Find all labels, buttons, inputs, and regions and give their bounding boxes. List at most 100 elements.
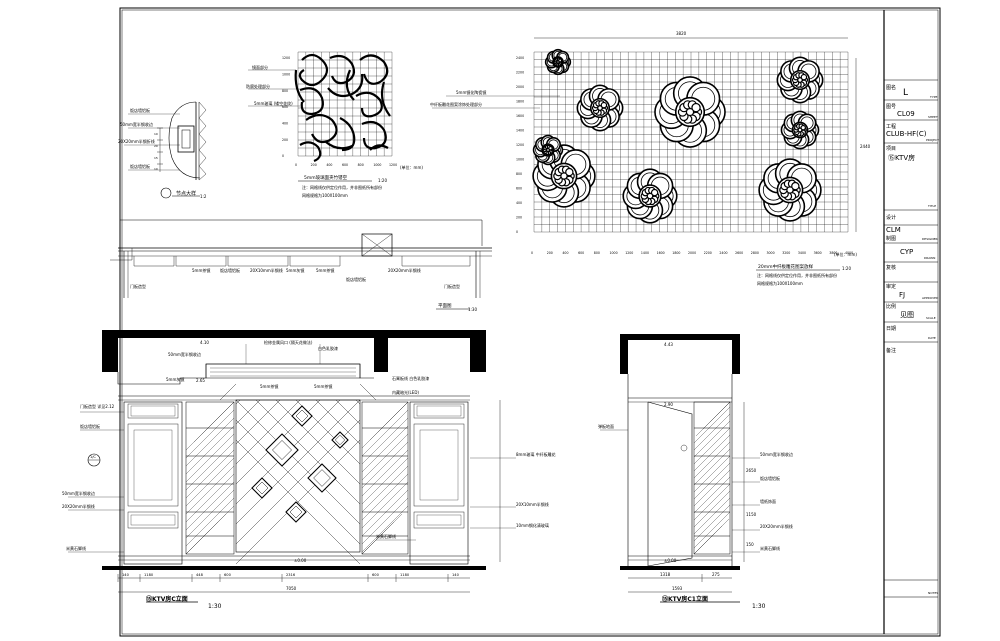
node-callout-2: 50mm宽半钢收边 [120, 121, 153, 127]
c1-right-callout-3: 墙纸饰面 [760, 498, 776, 504]
hatch-line [361, 513, 403, 555]
c1-left-wall-cap [620, 340, 628, 374]
mirror-diamond [285, 501, 307, 523]
large-y-tick-label: 0 [516, 230, 518, 234]
hatch-line [693, 518, 730, 555]
plan-drawing: 门板造型 5mm茶镜 饭店墙铝板 20X10mm半钢线 5mm灰镜 5mm茶镜 … [110, 219, 492, 312]
c1-level-top: 4.43 [664, 342, 673, 347]
c-top-callout-7: 石膏板线 白色乳胶漆 [392, 375, 429, 381]
hatch-line [185, 497, 235, 547]
hatch-line [693, 504, 731, 542]
drawing-no-code: TYPE [929, 95, 937, 99]
carved-flower [654, 76, 726, 148]
lattice-line [235, 399, 301, 465]
hatch-line [361, 505, 409, 553]
small-scale: 1:20 [378, 178, 387, 183]
scale-code: SCALE [926, 316, 936, 320]
mirror-diamond-inner [272, 440, 292, 460]
floor-slab [102, 566, 486, 570]
hatch-line [361, 409, 409, 457]
c1-right-dim-3: 150 [746, 542, 754, 547]
mirror-diamond [291, 405, 313, 427]
c-right-callout-3: 10mm钢化清玻璃 [516, 522, 549, 528]
lattice-line [255, 399, 361, 505]
lattice-line [235, 399, 241, 405]
small-x-tick-label: 1200 [389, 163, 397, 167]
lattice-line [235, 399, 281, 445]
hatch-line [693, 462, 731, 500]
mirror-diamond [265, 433, 299, 467]
elevation-c1-drawing: 4.43 2.90 ±0.00 弹板地面 50mm宽半钢收边 饭店墙铝板 墙纸饰… [598, 334, 793, 610]
carved-flower [532, 134, 564, 166]
large-width-dim: 3820 [676, 31, 687, 36]
title-block: 图名 L TYPE 图号 CL09 SHEET 工程 CLUB-HF(C) PR… [883, 10, 939, 634]
large-title: 20mm中纤板雕花图案放样 [758, 263, 813, 270]
approver-code: APPROVED [922, 296, 939, 300]
c-bottom-dim: 448 [196, 573, 204, 577]
hatch-line [361, 449, 409, 497]
flower-seed [600, 101, 608, 109]
c1-right-callout-5: 米黄石脚线 [760, 545, 780, 551]
node-ref-bubble [160, 187, 172, 199]
large-y-tick-label: 1000 [516, 158, 524, 162]
c1-right-wall-cap [732, 340, 740, 374]
hatch-line [185, 481, 235, 531]
hatch-line [693, 427, 731, 465]
c-bottom-dim: 600 [224, 573, 232, 577]
sheet-no-code: SHEET [928, 115, 938, 119]
c-left-callout-1: 门板造型 详见2.12 [80, 403, 115, 409]
node-dim-2: 20 [154, 144, 158, 148]
large-y-ticks: 0200400600800100012001400160018002000220… [516, 56, 524, 234]
flower-seed [691, 102, 701, 113]
large-x-tick-label: 2200 [704, 251, 712, 255]
c-bottom-dim: 140 [122, 573, 130, 577]
label-check: 复核 [886, 264, 896, 271]
c-bottom-dim: 2316 [286, 573, 296, 577]
hatch-line [693, 469, 731, 507]
large-unit: (单位：mm) [834, 251, 857, 257]
c1-right-callout-1: 50mm宽半钢收边 [760, 451, 793, 457]
hatch-panel [361, 401, 409, 555]
c1-left-callout-1: 弹板地面 [598, 423, 614, 429]
large-x-tick-label: 3600 [814, 251, 822, 255]
label-item: 项目 [886, 146, 896, 152]
large-y-tick-label: 800 [516, 172, 522, 176]
hatch-line [361, 417, 409, 465]
mirror-diamond [307, 463, 337, 493]
c1-bottom-dim-1: 1318 [660, 572, 671, 577]
small-note-1: 注：网格线仅供定位作用，并非图纸所有部份 [302, 184, 382, 190]
drawing-no-value: L [903, 88, 908, 98]
hatch-line [185, 433, 235, 483]
c-section-ref: 1/C [90, 455, 96, 459]
hatch-line [361, 481, 409, 529]
node-dim-3: 15 [154, 156, 158, 160]
large-x-tick-label: 1400 [641, 251, 649, 255]
c1-level-mid: 2.90 [664, 402, 673, 407]
small-title: 5mm玻璃面夹竹镂空 [304, 174, 348, 181]
c-left-callout-4: 20X20mm半钢线 [62, 503, 95, 509]
hatch-line [185, 489, 235, 539]
large-y-tick-label: 400 [516, 201, 522, 205]
hatch-line [693, 511, 731, 549]
hatch-line [693, 420, 731, 458]
small-unit: (单位：mm) [400, 164, 423, 170]
large-callout-1: 5mm镜化陶瓷镜 [456, 89, 486, 95]
large-note-2: 网格规格为100X100mm [757, 280, 803, 286]
flower-seed [548, 145, 553, 151]
plan-callout-5: 5mm灰镜 [286, 267, 304, 273]
plan-callout-1: 门板造型 [130, 283, 146, 289]
hatch-line [185, 449, 235, 499]
c-top-callout-2: 50mm宽半钢收边 [168, 351, 201, 357]
c-left-callout-5: 米黄石脚线 [66, 545, 86, 551]
hatch-line [185, 417, 235, 467]
mirror-diamond-inner [334, 434, 346, 446]
pattern-large-flowers [532, 48, 824, 224]
mirror-diamond-inner [313, 469, 331, 487]
large-x-tick-label: 4000 [845, 251, 853, 255]
large-scale: 1:20 [842, 266, 851, 271]
c1-right-dim-2: 1150 [746, 512, 757, 517]
large-y-tick-label: 2200 [516, 71, 524, 75]
lattice-line [235, 399, 361, 525]
